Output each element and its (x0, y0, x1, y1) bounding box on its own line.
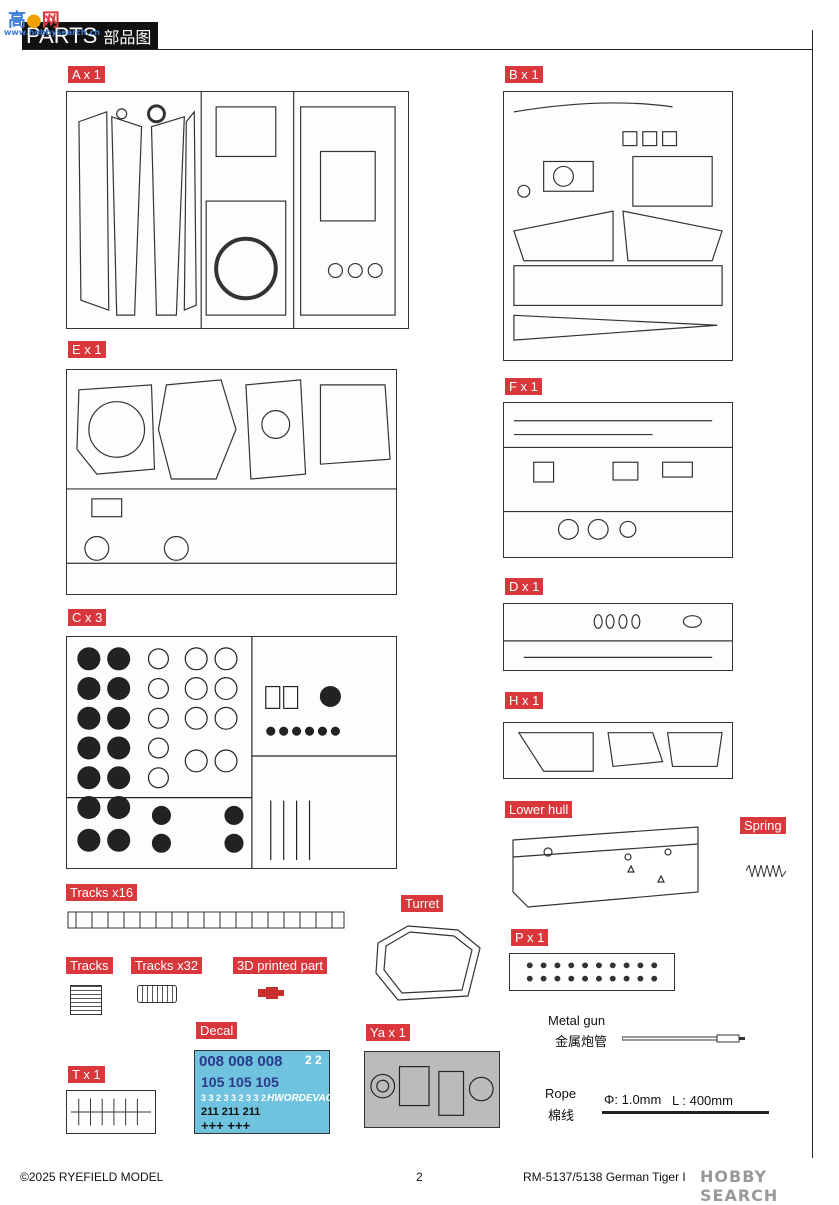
rope-length: L : 400mm (672, 1093, 733, 1108)
label-sprue-h: H x 1 (505, 692, 544, 709)
label-sprue-e: E x 1 (68, 341, 106, 358)
label-tracks: Tracks (66, 957, 113, 974)
label-spring: Spring (740, 817, 786, 834)
label-sprue-t: T x 1 (68, 1066, 105, 1083)
sprue-c (66, 636, 397, 869)
sprue-ya-photoetch (364, 1051, 500, 1128)
label-3d-printed: 3D printed part (233, 957, 327, 974)
metal-gun-label: Metal gun (548, 1013, 606, 1028)
rope-drawing (602, 1111, 769, 1114)
decal-script: HWORDEVAC (267, 1093, 333, 1104)
printed-part-drawing (258, 986, 284, 1000)
decal-sheet: 008 008 008 2 2 105 105 105 3 3 2 3 3 2 … (194, 1050, 333, 1134)
label-decal: Decal (196, 1022, 238, 1039)
watermark-bottom: HOBBY SEARCH (700, 1167, 779, 1205)
label-tracks-x16: Tracks x16 (66, 884, 138, 901)
watermark-logo: 高●网 (8, 10, 60, 31)
metal-gun-label-cn: 金属炮管 (555, 1034, 608, 1049)
sprue-t (66, 1090, 156, 1134)
rope-label-cn: 棉线 (548, 1108, 575, 1123)
tracks-x32-drawing (137, 985, 177, 1003)
sprue-p (509, 953, 675, 991)
decal-row1: 008 008 008 (199, 1053, 283, 1070)
label-sprue-d: D x 1 (505, 578, 544, 595)
right-rule (812, 30, 813, 1158)
sprue-e (66, 369, 397, 595)
spring-drawing (745, 863, 787, 879)
parts-header: PARTS 部品图 (22, 22, 158, 50)
parts-title-cn: 部品图 (103, 30, 152, 47)
tracks-drawing (70, 985, 102, 1015)
sprue-d (503, 603, 733, 671)
header-rule (22, 49, 812, 50)
watermark-url: www.hobbysearch.cn (4, 28, 101, 37)
sprue-a (66, 91, 409, 329)
turret-drawing (368, 918, 488, 1008)
sprue-f (503, 402, 733, 558)
footer-copyright: ©2025 RYEFIELD MODEL (20, 1170, 164, 1184)
decal-row3: 3 3 2 3 3 2 3 3 2 (201, 1093, 267, 1103)
label-sprue-c: C x 3 (68, 609, 107, 626)
rope-diameter: Φ: 1.0mm (604, 1092, 662, 1107)
metal-gun-drawing (621, 1031, 746, 1043)
sprue-b (503, 91, 733, 361)
label-lower-hull: Lower hull (505, 801, 573, 818)
label-sprue-f: F x 1 (505, 378, 542, 395)
label-turret: Turret (401, 895, 444, 912)
label-sprue-ya: Ya x 1 (366, 1024, 410, 1041)
footer-product: RM-5137/5138 German Tiger I (523, 1170, 686, 1184)
decal-row1-small: 2 2 (305, 1053, 322, 1067)
label-tracks-x32: Tracks x32 (131, 957, 203, 974)
label-sprue-p: P x 1 (511, 929, 549, 946)
sprue-h (503, 722, 733, 779)
rope-label: Rope (545, 1086, 577, 1101)
tracks-x16-drawing (66, 908, 346, 932)
footer-page-number: 2 (416, 1170, 423, 1184)
decal-row4: 211 211 211 (201, 1106, 261, 1118)
lower-hull-drawing (508, 822, 703, 910)
decal-row2: 105 105 105 (201, 1074, 279, 1090)
parts-title: PARTS (26, 23, 98, 48)
label-sprue-a: A x 1 (68, 66, 105, 83)
decal-crosses: +++ +++ (201, 1118, 251, 1133)
label-sprue-b: B x 1 (505, 66, 543, 83)
